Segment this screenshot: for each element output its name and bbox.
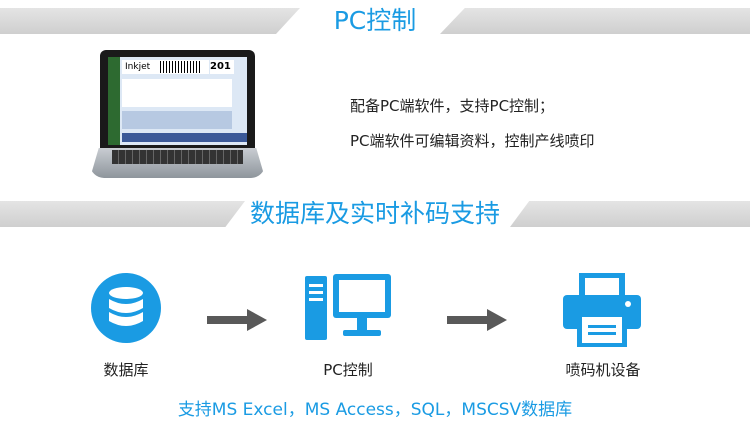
banner-bar-left-2 bbox=[0, 201, 245, 227]
database-banner: 数据库及实时补码支持 bbox=[0, 193, 750, 235]
screen-sidebar bbox=[108, 57, 120, 145]
arrow-right-icon bbox=[207, 309, 267, 331]
screen-toolbar bbox=[122, 133, 247, 142]
screen-panel-2 bbox=[122, 111, 232, 129]
arrow-right-icon bbox=[447, 309, 507, 331]
banner-bar-right-2 bbox=[510, 201, 750, 227]
printer-icon bbox=[563, 273, 641, 347]
database-support-text: 支持MS Excel，MS Access，SQL，MSCSV数据库 bbox=[177, 400, 573, 420]
banner-bar-left bbox=[0, 8, 300, 34]
laptop-keyboard bbox=[112, 150, 243, 164]
database-label: 数据库 bbox=[103, 361, 149, 379]
section-title: PC控制 bbox=[333, 6, 417, 35]
pc-icon bbox=[305, 274, 391, 340]
barcode-graphic bbox=[160, 61, 200, 73]
laptop-image: Inkjet 201 bbox=[90, 50, 265, 185]
laptop-screen-frame: Inkjet 201 bbox=[100, 50, 255, 148]
section-title-2: 数据库及实时补码支持 bbox=[249, 199, 500, 228]
laptop-screen: Inkjet 201 bbox=[108, 57, 247, 145]
screen-panel bbox=[122, 79, 232, 107]
pc-label: PC控制 bbox=[323, 361, 373, 379]
banner-bar-right bbox=[440, 8, 750, 34]
pc-control-desc-line2: PC端软件可编辑资料，控制产线喷印 bbox=[350, 132, 595, 150]
pc-control-desc-line1: 配备PC端软件，支持PC控制； bbox=[350, 97, 555, 115]
pc-control-banner: PC控制 bbox=[0, 0, 750, 42]
database-icon bbox=[91, 273, 161, 343]
screen-number: 201 bbox=[210, 60, 234, 74]
printer-label: 喷码机设备 bbox=[565, 361, 641, 379]
